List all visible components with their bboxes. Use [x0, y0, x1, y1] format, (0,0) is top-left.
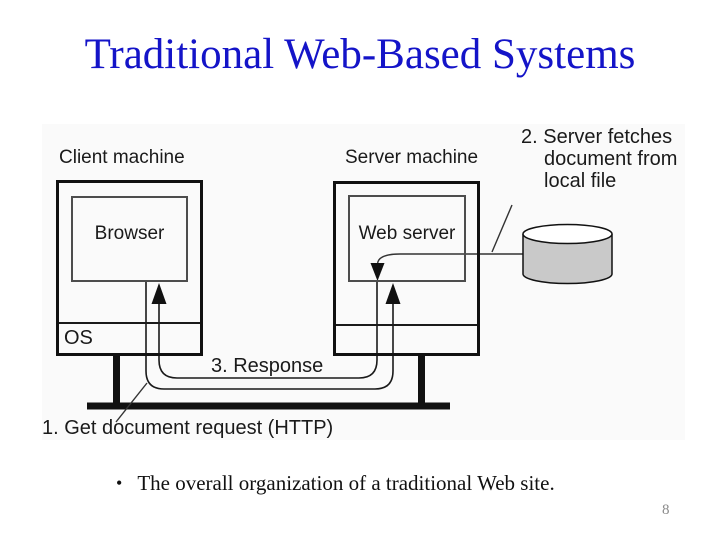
client-machine-box [56, 180, 203, 356]
server-machine-box [333, 181, 480, 356]
caption-text: The overall organization of a traditiona… [137, 471, 555, 495]
web-server-box: Web server [348, 195, 466, 282]
web-server-label: Web server [358, 222, 456, 244]
caption-bullet-line: • The overall organization of a tradition… [116, 471, 555, 496]
step2-line-2: document from [544, 148, 678, 170]
step3-response-label: 3. Response [211, 355, 324, 377]
step2-line-1: 2. Server fetches [521, 126, 673, 148]
step2-line-3: local file [544, 170, 617, 192]
bullet-icon: • [116, 473, 123, 493]
client-os-label: OS [64, 327, 93, 349]
step1-request-label: 1. Get document request (HTTP) [42, 417, 334, 439]
step2-fetch-label: 2. Server fetches document from local fi… [521, 126, 677, 192]
slide-title: Traditional Web-Based Systems [84, 31, 636, 78]
server-machine-label: Server machine [345, 147, 479, 168]
page-number: 8 [662, 502, 670, 518]
browser-label: Browser [94, 223, 165, 244]
browser-box: Browser [71, 196, 188, 282]
client-machine-label: Client machine [59, 147, 185, 168]
